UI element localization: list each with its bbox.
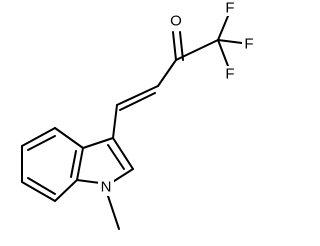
fluorine-top-label-background [223,0,237,16]
fluorine-right-label-background [242,36,256,52]
oxygen-atom-label: O [170,13,182,30]
c3-c3a-bond [82,137,114,149]
c4-c5-double-bond-a [21,127,56,147]
oxygen-label-background [168,12,184,30]
c2-n1-bond [110,168,134,184]
fluorine-top-atom-label: F [225,0,234,17]
c3a-c4-bond [54,127,84,149]
atom-labels: O F F F N [98,0,256,196]
c6-c7-double-bond-a [21,181,56,202]
nitrogen-label-background [98,178,114,196]
alkene-double-bond-a [116,85,159,106]
alkene-to-indole-c3-bond [112,104,118,139]
cf3-to-fluorine-bottom-bond [217,39,229,67]
c4-c5-double-bond-b [27,135,56,151]
cf3-to-fluorine-right-bond [217,39,243,44]
c7-c7a-bond [54,179,78,202]
cf3-to-fluorine-top-bond [217,15,229,41]
chemical-structure-diagram: O F F F N [21,0,256,230]
fluorine-right-atom-label: F [244,36,253,53]
bonds [21,15,243,230]
carbonyl-to-alkene-bond [157,59,177,87]
c3-c2-double-bond-b [107,144,125,170]
carbonyl-to-cf3-bond [175,39,219,61]
c7a-c3a-double-bond-a [76,147,84,181]
nitrogen-atom-label: N [101,179,112,196]
fluorine-bottom-atom-label: F [225,66,234,83]
c3-c2-double-bond-a [112,137,134,170]
alkene-double-bond-b [119,92,156,111]
carbonyl-double-bond-a [172,31,177,61]
carbonyl-double-bond-b [179,31,184,61]
fluorine-bottom-label-background [223,66,237,82]
c6-c7-double-bond-b [27,177,56,195]
n-methyl-bond [107,195,120,230]
c7a-c3a-double-bond-b [70,150,77,178]
n1-c7a-bond [76,179,101,184]
